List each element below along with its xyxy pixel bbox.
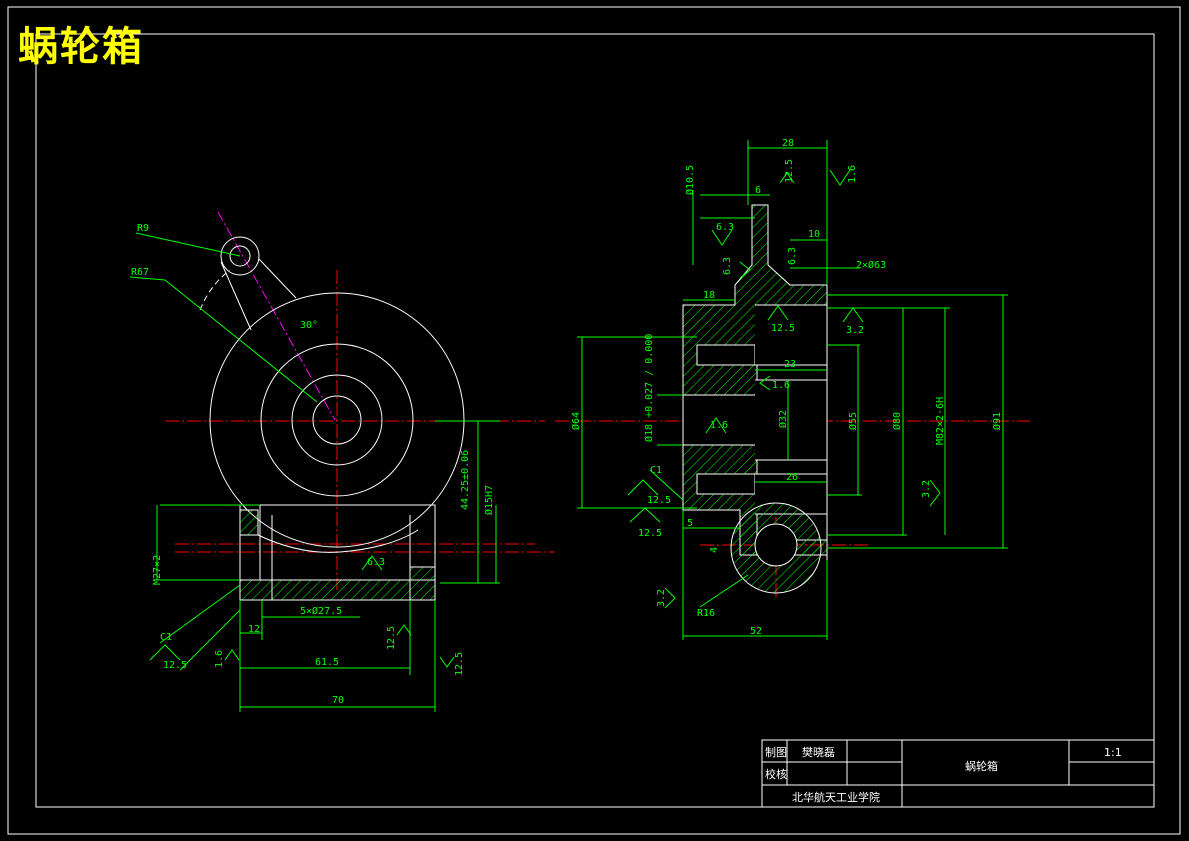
rough-1-6-label: 1.6 (214, 650, 225, 668)
rough-1-6-top-label: 1.6 (847, 165, 858, 183)
left-view: 30° (129, 211, 555, 712)
rough-6-3-b-label: 6.3 (722, 257, 733, 275)
radius-r9-label: R9 (137, 223, 149, 234)
rough-12-5-mid-label: 12.5 (771, 323, 795, 334)
drawn-name: 樊晓磊 (802, 745, 835, 759)
rough-6-3-label: 6.3 (367, 557, 385, 568)
chamfer-label: C1 (160, 632, 172, 643)
dim-4-label: 4 (709, 547, 720, 553)
thread-m27-label: M27×2 (152, 555, 163, 585)
rough-6-3-c-label: 6.3 (787, 247, 798, 265)
outer-frame (7, 6, 1181, 835)
right-view (555, 140, 1030, 640)
dim-d18-label: Ø18 +0.027 / 0.000 (643, 334, 655, 442)
dim-d15-label: Ø15H7 (483, 485, 495, 515)
drawn-label: 制图 (765, 746, 787, 759)
scale-value: 1:1 (1104, 746, 1122, 759)
rough-3-2-r-label: 3.2 (921, 480, 932, 498)
dim-5-label: 5 (687, 518, 693, 529)
rough-12-5-a-label: 12.5 (163, 660, 187, 671)
dim-d91-label: Ø91 (991, 412, 1003, 430)
rough-12-5-top-label: 12.5 (784, 159, 795, 183)
rough-12-5-l1-label: 12.5 (647, 495, 671, 506)
rough-12-5-b-label: 12.5 (386, 626, 397, 650)
dim-44-label: 44.25±0.06 (460, 450, 471, 510)
rough-12-5-l2-label: 12.5 (638, 528, 662, 539)
rough-12-5-c-label: 12.5 (454, 652, 465, 676)
dim-61-5-label: 61.5 (315, 657, 339, 668)
inner-frame (35, 33, 1155, 808)
dim-10-label: 10 (808, 229, 820, 240)
dim-6-label: 6 (755, 185, 761, 196)
dim-d55-label: Ø55 (847, 412, 859, 430)
dim-d64-label: Ø64 (570, 412, 582, 430)
dim-12-label: 12 (248, 624, 260, 635)
dim-m82-label: M82×2-6H (935, 397, 946, 445)
drawing-title: 蜗轮箱 (18, 23, 144, 70)
dim-26-label: 26 (786, 472, 798, 483)
rough-1-6-mid-label: 1.6 (772, 380, 790, 391)
dim-70-label: 70 (332, 695, 344, 706)
rough-1-6-in-label: 1.6 (710, 420, 728, 431)
dim-28-label: 28 (782, 138, 794, 149)
radius-r67-label: R67 (131, 267, 149, 278)
dim-23-label: 23 (784, 359, 796, 370)
dim-d10-5-label: Ø10.5 (684, 165, 696, 195)
rough-3-2-mid-label: 3.2 (846, 325, 864, 336)
radius-r16-label: R16 (697, 608, 715, 619)
dim-52-label: 52 (750, 626, 762, 637)
dim-d80-label: Ø80 (891, 412, 903, 430)
rough-3-2-l-label: 3.2 (656, 589, 667, 607)
dim-18-label: 18 (703, 290, 715, 301)
angle-label: 30° (300, 320, 318, 331)
check-label: 校核 (765, 767, 787, 781)
part-name: 蜗轮箱 (965, 759, 998, 773)
school-name: 北华航天工业学院 (792, 790, 880, 804)
dim-d32-label: Ø32 (777, 410, 789, 428)
chamfer-c1-label: C1 (650, 465, 662, 476)
holes-label: 5×Ø27.5 (300, 605, 342, 617)
holes-2xd63-label: 2×Ø63 (856, 259, 886, 271)
title-block (761, 739, 1155, 808)
rough-6-3-a-label: 6.3 (716, 222, 734, 233)
